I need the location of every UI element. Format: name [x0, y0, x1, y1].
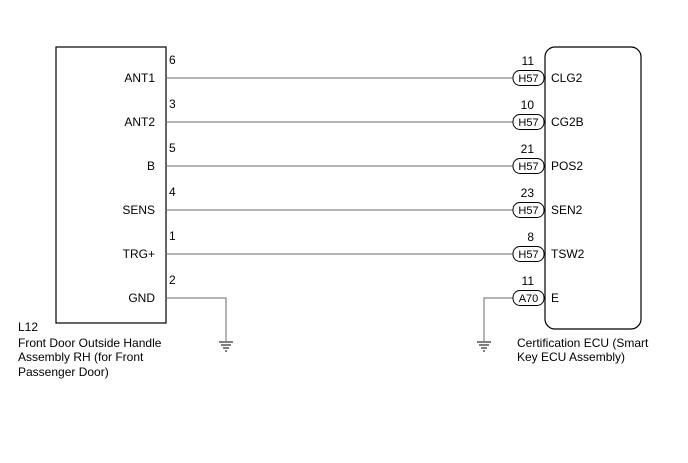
- left-component-name-line-3: Passenger Door): [18, 365, 109, 379]
- connector-code: H57: [518, 117, 538, 129]
- right-pin-number: 10: [521, 98, 535, 112]
- right-pin-label: E: [551, 291, 559, 305]
- circuit-row: GND 2 11E A70: [128, 273, 559, 341]
- left-pin-label: ANT1: [124, 71, 155, 85]
- connector-code: H57: [518, 249, 538, 261]
- left-pin-label: TRG+: [123, 247, 155, 261]
- left-component-name-line-1: Front Door Outside Handle: [18, 336, 162, 350]
- wire: [166, 297, 227, 341]
- right-pin-label: TSW2: [551, 247, 585, 261]
- ground-symbol-icon: [219, 341, 233, 352]
- left-component-name-line-2: Assembly RH (for Front: [18, 350, 144, 364]
- connector-code: H57: [518, 205, 538, 217]
- wire: [483, 297, 513, 341]
- connector-code: H57: [518, 161, 538, 173]
- connector-pill: [512, 158, 545, 174]
- connector-pill: [512, 114, 545, 130]
- connector-code: A70: [519, 293, 539, 305]
- left-component-box: [55, 46, 167, 324]
- right-pin-label: CLG2: [551, 71, 583, 85]
- right-component-caption: Certification ECU (Smart Key ECU Assembl…: [517, 336, 649, 364]
- right-pin-number: 23: [521, 186, 535, 200]
- right-pin-number: 11: [522, 54, 535, 68]
- left-pin-number: 2: [169, 273, 176, 287]
- left-pin-number: 5: [169, 141, 176, 155]
- left-component-code: L12: [18, 320, 38, 334]
- left-pin-number: 1: [169, 229, 176, 243]
- connector-pill: [512, 246, 545, 262]
- right-pin-label: SEN2: [551, 203, 583, 217]
- ground-symbol-icon: [477, 341, 491, 352]
- right-pin-number: 8: [527, 230, 534, 244]
- connector-pill: [512, 202, 545, 218]
- right-component-name-line-2: Key ECU Assembly): [517, 350, 625, 364]
- connector-pill: [512, 290, 545, 306]
- right-pin-number: 21: [521, 142, 535, 156]
- left-pin-number: 3: [169, 97, 176, 111]
- left-pin-label: GND: [128, 291, 155, 305]
- left-component-caption: L12 Front Door Outside Handle Assembly R…: [18, 320, 162, 379]
- right-pin-number: 11: [522, 274, 535, 288]
- left-pin-label: SENS: [122, 203, 155, 217]
- left-pin-label: B: [147, 159, 155, 173]
- left-pin-number: 4: [169, 185, 176, 199]
- right-component-name-line-1: Certification ECU (Smart: [517, 336, 649, 350]
- connector-code: H57: [518, 73, 538, 85]
- right-pin-label: POS2: [551, 159, 583, 173]
- connector-pill: [512, 70, 545, 86]
- left-pin-number: 6: [169, 53, 176, 67]
- left-pin-label: ANT2: [124, 115, 155, 129]
- right-pin-label: CG2B: [551, 115, 584, 129]
- right-component-box: [544, 46, 642, 330]
